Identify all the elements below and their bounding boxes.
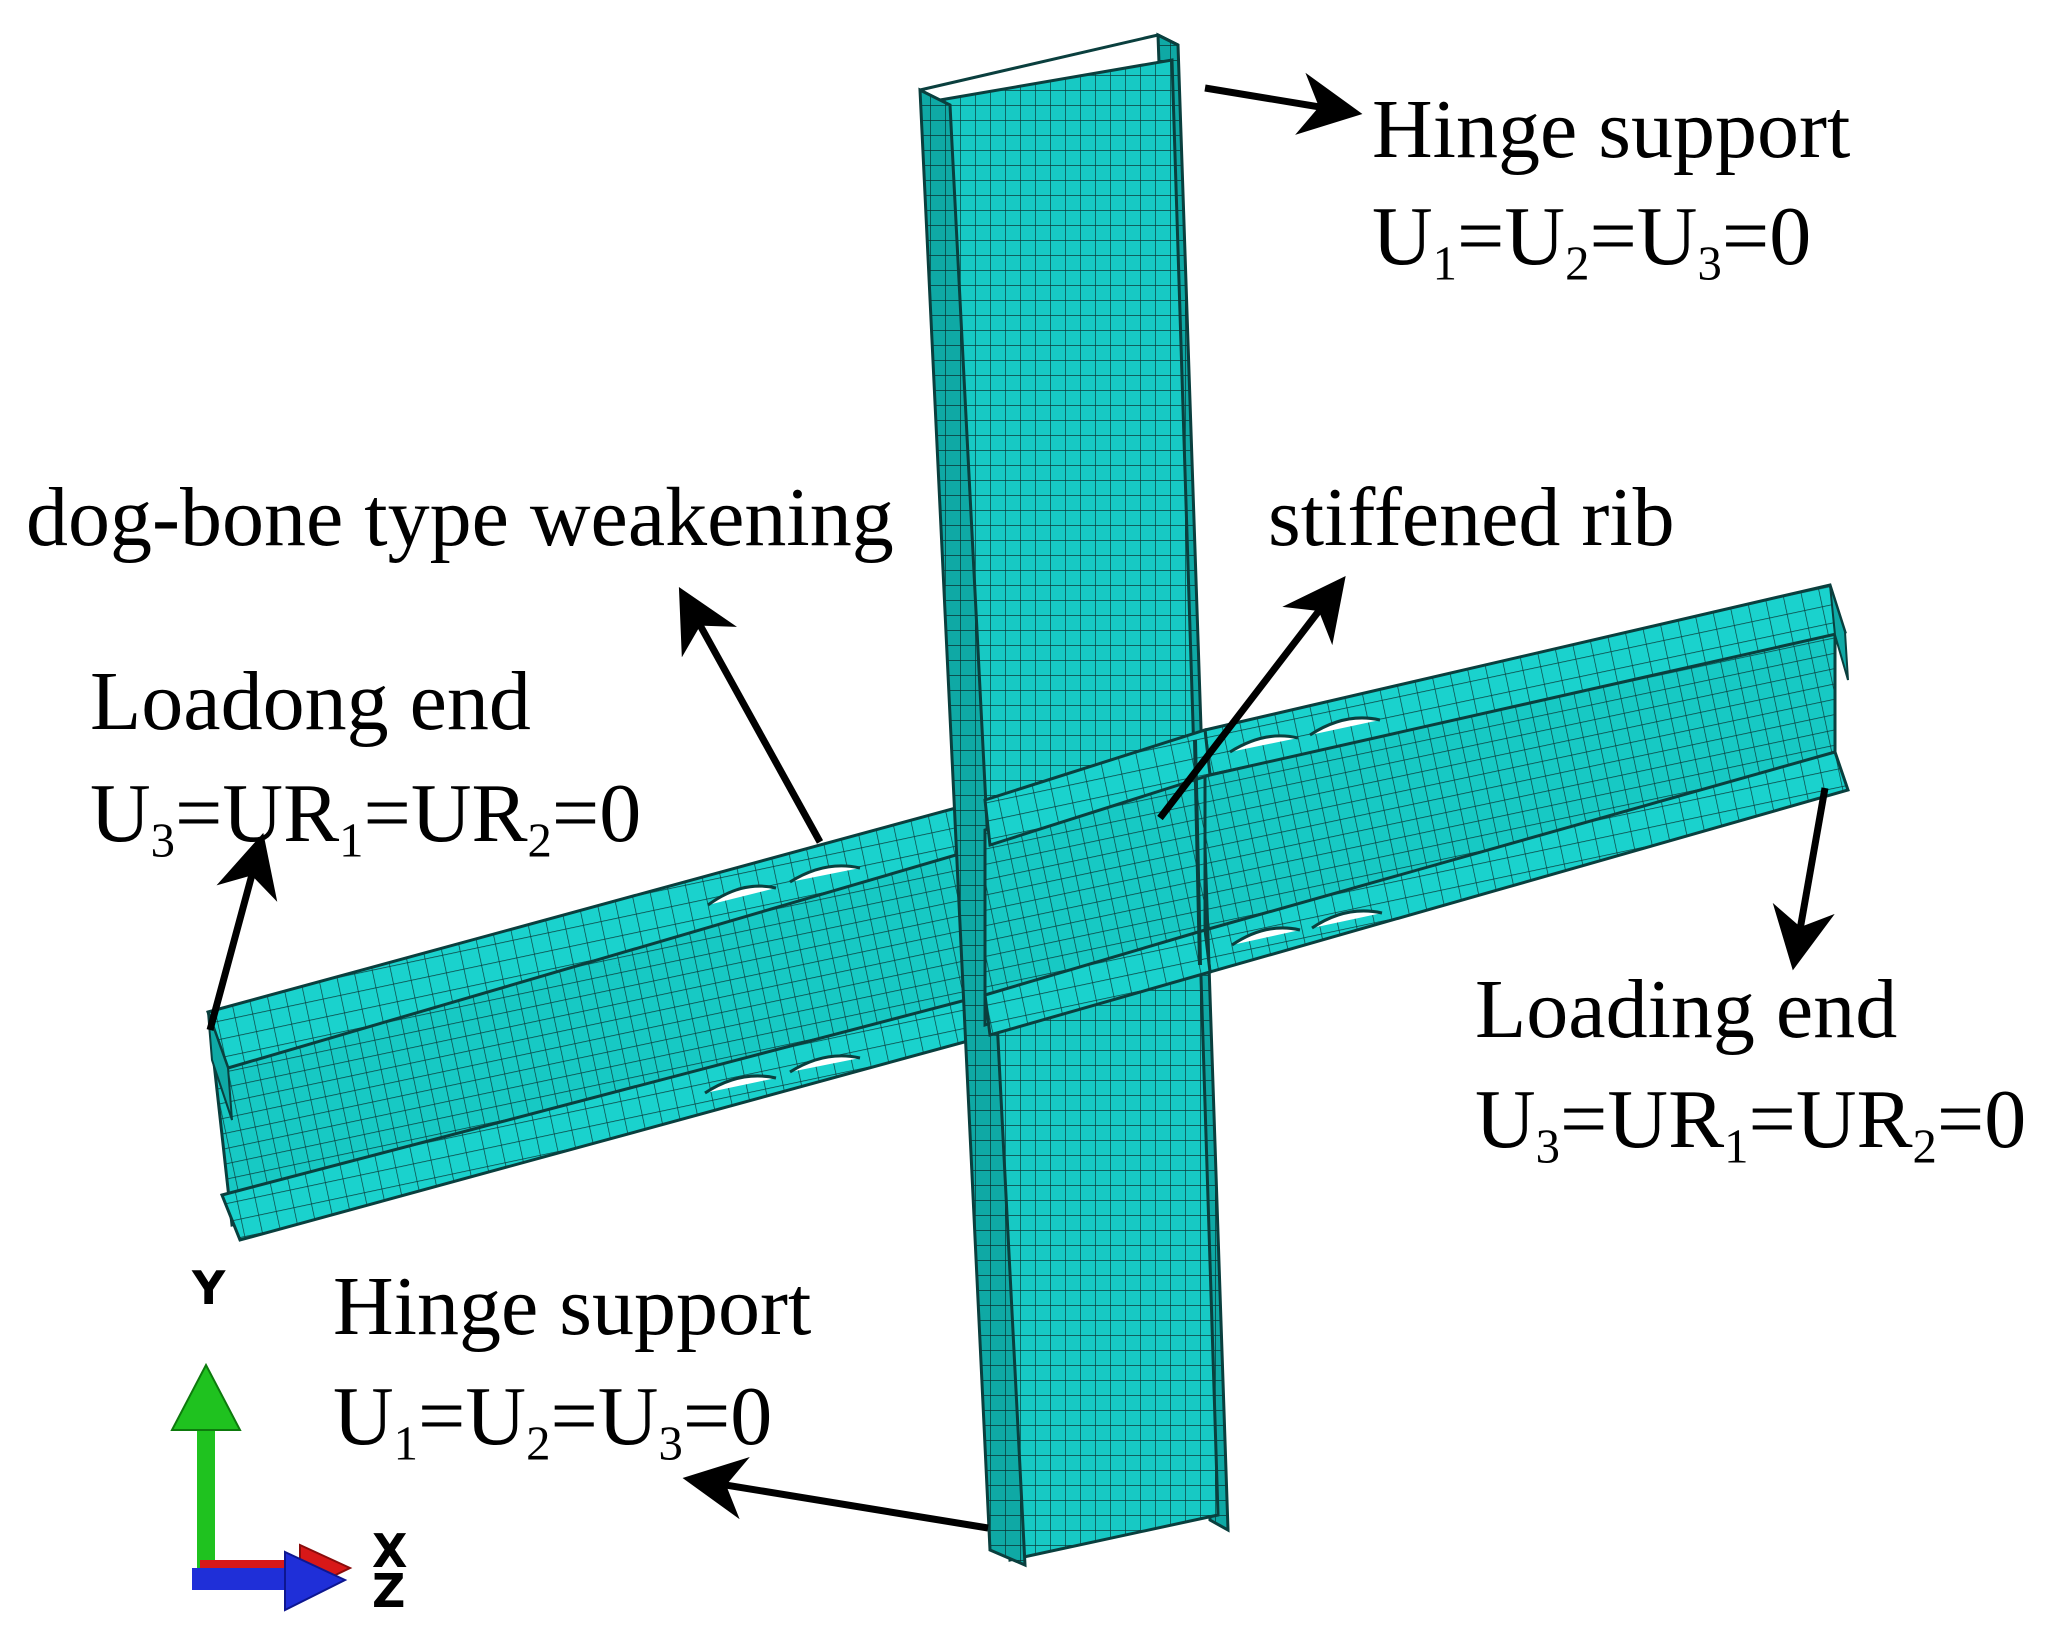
equation-text: =U [550, 1370, 659, 1463]
equation-text: =U [418, 1370, 527, 1463]
z-axis-label: Z [372, 1564, 406, 1618]
right-beam [1203, 583, 1850, 974]
panel-zone [983, 728, 1212, 1037]
equation-text: =UR [175, 767, 340, 860]
arrow-icon [206, 832, 278, 1031]
equation-text: =0 [551, 767, 642, 860]
stiffened-rib-top [983, 728, 1212, 847]
equation-text: U [1372, 190, 1433, 283]
equation-subscript: 1 [1724, 1119, 1749, 1174]
stiffened-rib-label: stiffened rib [1268, 471, 1675, 564]
equation-subscript: 2 [1912, 1119, 1937, 1174]
arrow-icon [1157, 576, 1346, 821]
column-left-flange [918, 87, 1027, 1568]
equation-subscript: 2 [527, 813, 552, 868]
right-dogbone-bot-b [1311, 909, 1383, 930]
left-loading-end-title: Loadong end [90, 655, 531, 748]
stiffened-rib-bottom [983, 928, 1212, 1037]
equation-subscript: 1 [393, 1416, 419, 1471]
equation-text: =0 [1721, 190, 1812, 283]
dog-bone-label: dog-bone type weakening [26, 471, 894, 564]
equation-text: =UR [1560, 1073, 1725, 1166]
equation-text: =UR [363, 767, 528, 860]
equation-text: =U [1457, 190, 1566, 283]
arrow-icon [682, 1457, 989, 1532]
equation-text: U [333, 1370, 394, 1463]
equation-subscript: 3 [658, 1416, 683, 1471]
equation-subscript: 1 [339, 813, 364, 868]
right-loading-end-equation: U3=UR1=UR2=0 [1475, 1078, 2026, 1171]
left-dogbone-bot-b [789, 1054, 861, 1074]
equation-text: U [1475, 1073, 1536, 1166]
annotation-arrows [206, 72, 1835, 1532]
bottom-hinge-equation: U1=U2=U3=0 [333, 1375, 772, 1468]
arrow-icon [1204, 72, 1363, 135]
arrow-icon [1772, 787, 1835, 971]
left-beam [206, 798, 992, 1242]
equation-subscript: 3 [1697, 236, 1722, 291]
equation-subscript: 3 [1535, 1119, 1561, 1174]
coordinate-triad-icon [170, 1362, 353, 1612]
top-hinge-equation: U1=U2=U3=0 [1372, 195, 1811, 288]
equation-subscript: 2 [1565, 236, 1590, 291]
left-dogbone-top-b [789, 864, 861, 884]
equation-text: =0 [682, 1370, 773, 1463]
y-axis-label: Y [192, 1261, 226, 1315]
equation-text: =0 [1936, 1073, 2027, 1166]
x-axis-label: X [372, 1524, 408, 1578]
left-loading-end-equation: U3=UR1=UR2=0 [90, 772, 641, 865]
right-dogbone-bot-a [1231, 926, 1301, 947]
equation-text: U [90, 767, 151, 860]
equation-text: =U [1589, 190, 1698, 283]
left-dogbone-bot-a [704, 1074, 777, 1095]
right-loading-end-title: Loading end [1475, 963, 1898, 1056]
equation-subscript: 3 [150, 813, 176, 868]
equation-text: =UR [1748, 1073, 1913, 1166]
left-dogbone-top-a [707, 884, 777, 907]
right-dogbone-top-b [1309, 716, 1381, 737]
bottom-hinge-title: Hinge support [333, 1260, 812, 1353]
top-hinge-title: Hinge support [1372, 83, 1851, 176]
equation-subscript: 2 [526, 1416, 551, 1471]
arrow-icon [678, 586, 824, 844]
right-dogbone-top-a [1229, 734, 1299, 754]
equation-subscript: 1 [1432, 236, 1458, 291]
